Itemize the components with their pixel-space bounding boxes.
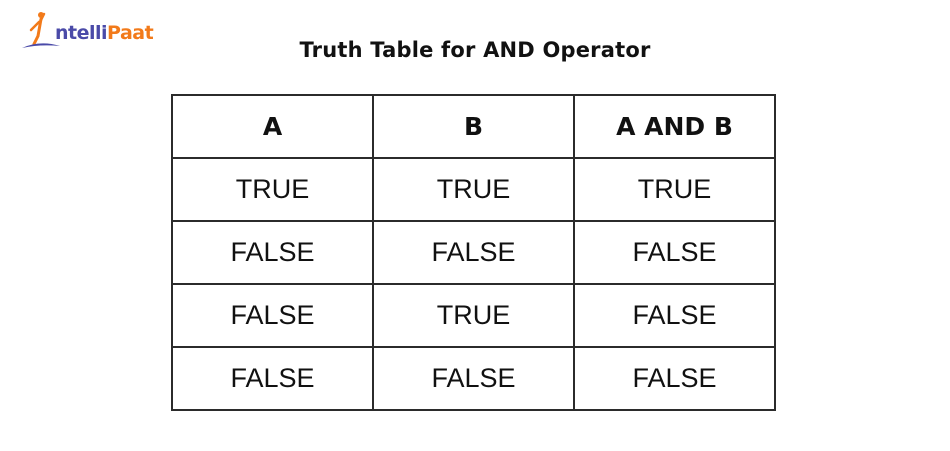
table-row: FALSE TRUE FALSE xyxy=(171,283,776,348)
table-cell: FALSE xyxy=(372,346,575,411)
header-a-and-b: A AND B xyxy=(573,94,776,159)
intellipaat-logo: ntelliPaat xyxy=(20,10,154,50)
logo-text-part2: Paat xyxy=(107,22,154,44)
table-header-row: A B A AND B xyxy=(171,94,776,159)
table-cell: FALSE xyxy=(573,346,776,411)
table-row: FALSE FALSE FALSE xyxy=(171,346,776,411)
table-cell: TRUE xyxy=(171,157,374,222)
header-b: B xyxy=(372,94,575,159)
table-row: FALSE FALSE FALSE xyxy=(171,220,776,285)
logo-text: ntelliPaat xyxy=(55,22,154,44)
table-cell: TRUE xyxy=(372,157,575,222)
table-cell: FALSE xyxy=(171,283,374,348)
truth-table: A B A AND B TRUE TRUE TRUE FALSE FALSE F… xyxy=(171,94,776,411)
table-cell: TRUE xyxy=(573,157,776,222)
page-title: Truth Table for AND Operator xyxy=(299,38,651,62)
table-cell: FALSE xyxy=(171,346,374,411)
table-cell: FALSE xyxy=(573,283,776,348)
table-cell: TRUE xyxy=(372,283,575,348)
logo-text-part1: ntelli xyxy=(55,22,108,44)
table-row: TRUE TRUE TRUE xyxy=(171,157,776,222)
person-jumping-icon xyxy=(22,12,60,48)
table-cell: FALSE xyxy=(171,220,374,285)
table-cell: FALSE xyxy=(573,220,776,285)
table-cell: FALSE xyxy=(372,220,575,285)
header-a: A xyxy=(171,94,374,159)
